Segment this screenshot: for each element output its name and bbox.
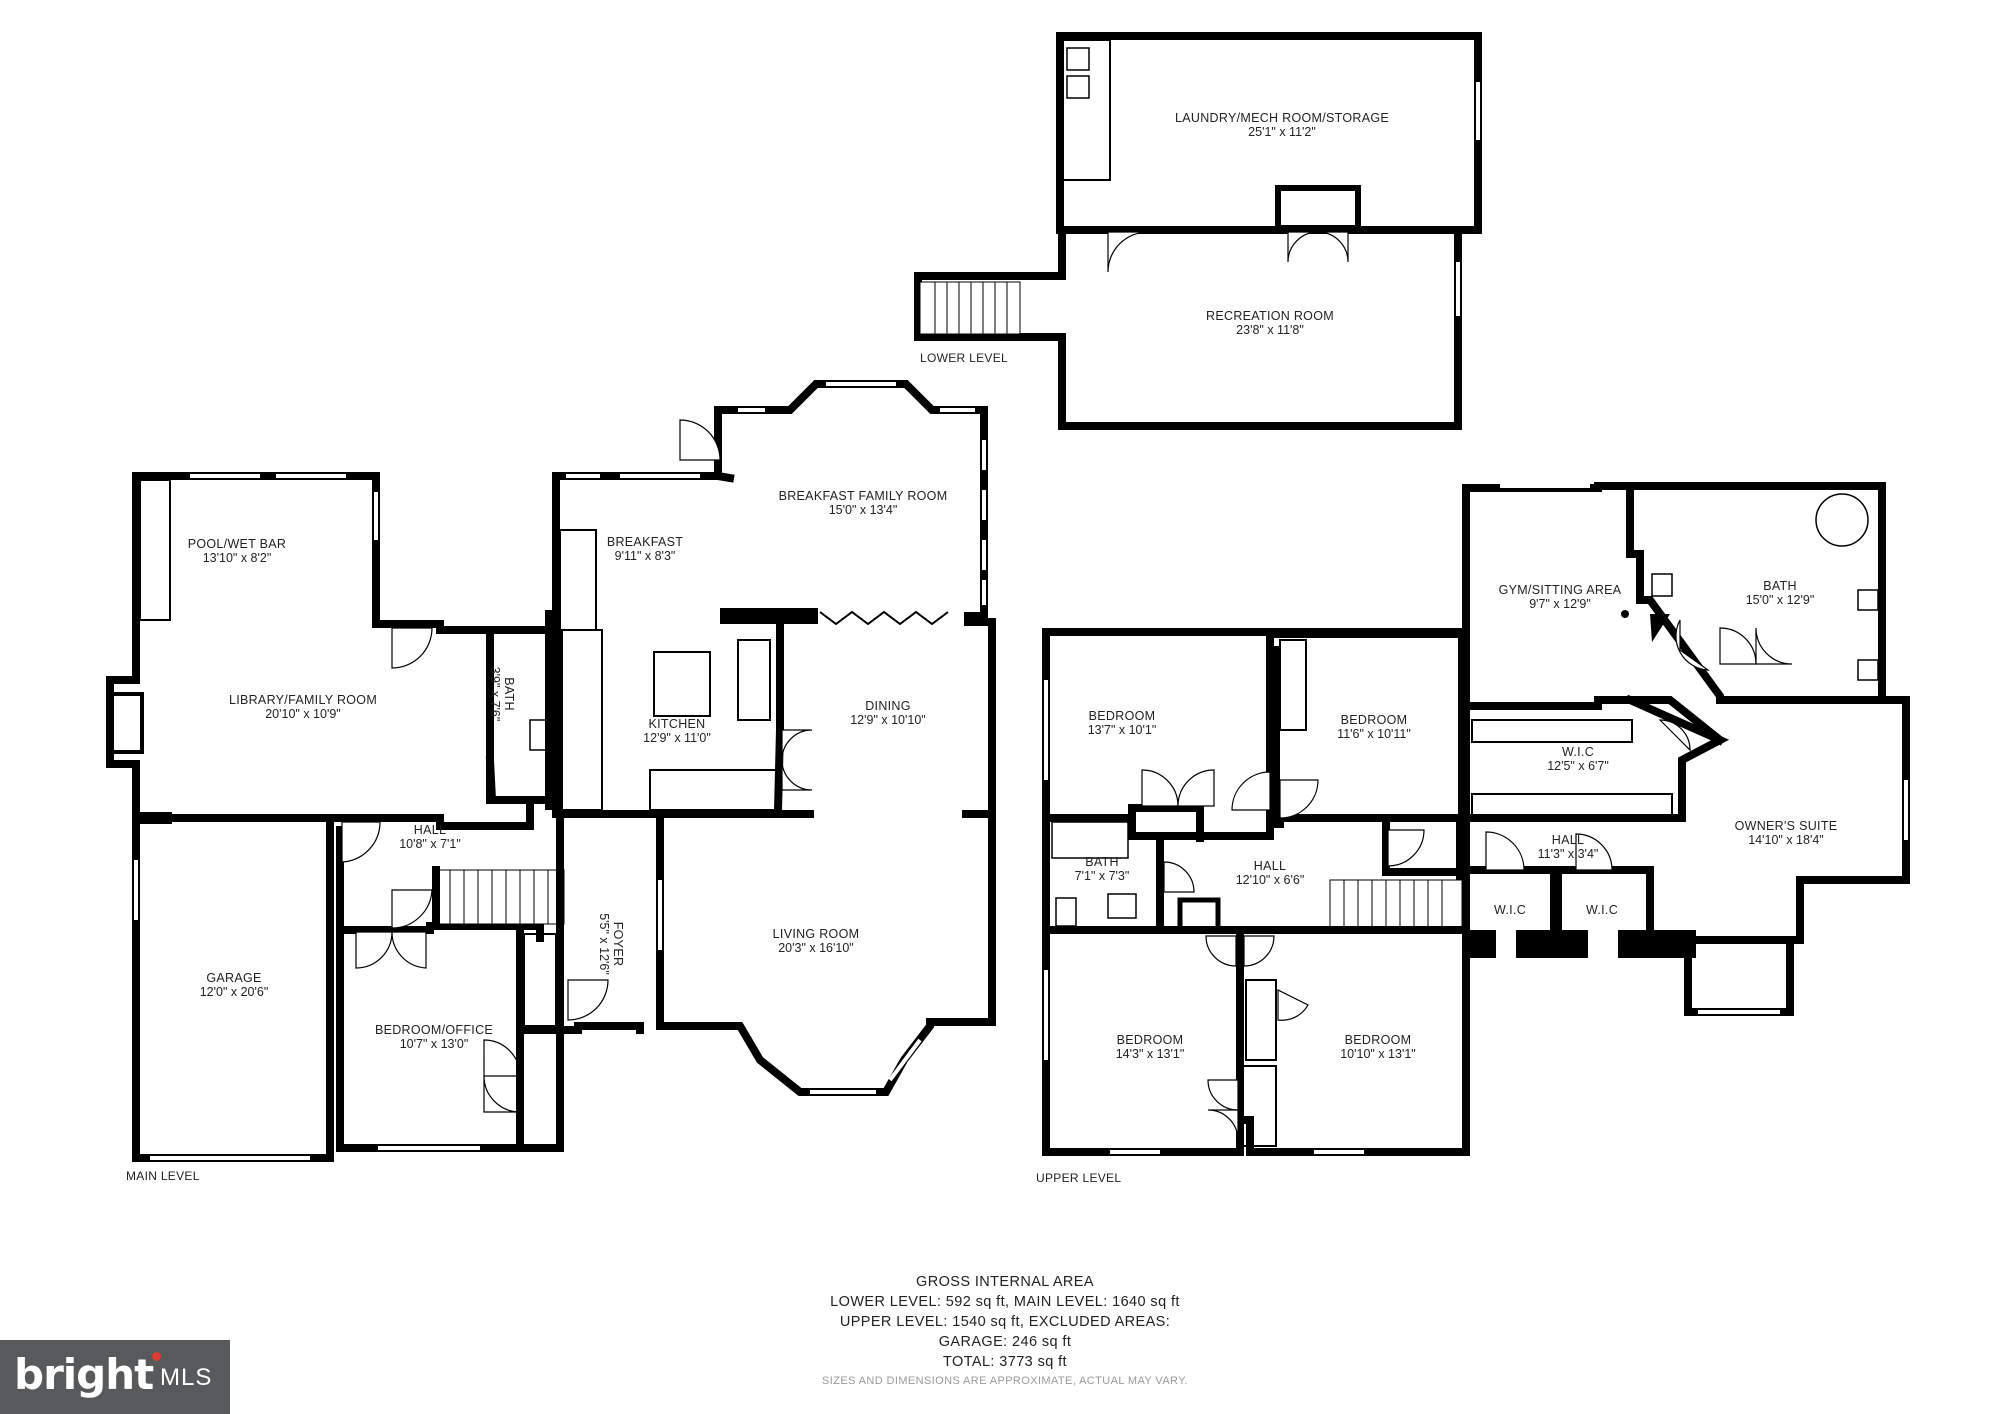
room-dim-gym: 9'7" x 12'9" [1529, 597, 1591, 611]
room-name-living: LIVING ROOM [773, 927, 860, 941]
room-name-foyer: FOYER [611, 922, 625, 967]
summary-title: GROSS INTERNAL AREA [916, 1274, 1094, 1290]
logo-mls-text: MLS [160, 1364, 213, 1391]
room-dim-hall-main: 10'8" x 7'1" [399, 837, 461, 851]
room-dim-bed2: 11'6" x 10'11" [1337, 727, 1411, 741]
room-name-bed4: BEDROOM [1345, 1033, 1412, 1047]
room-dim-garage: 12'0" x 20'6" [200, 985, 269, 999]
room-name-dining: DINING [865, 699, 911, 713]
room-dim-dining: 12'9" x 10'10" [850, 713, 926, 727]
summary-note: SIZES AND DIMENSIONS ARE APPROXIMATE, AC… [822, 1375, 1188, 1387]
room-dim-recreation: 23'8" x 11'8" [1236, 323, 1304, 337]
room-name-wic-b: W.I.C [1586, 903, 1618, 917]
summary-line-3: GARAGE: 246 sq ft [939, 1334, 1072, 1350]
room-name-bed3: BEDROOM [1117, 1033, 1184, 1047]
room-dim-bed3: 14'3" x 13'1" [1116, 1047, 1185, 1061]
room-name-bath-main: BATH [502, 677, 516, 711]
room-name-wic-a: W.I.C [1494, 903, 1526, 917]
room-name-bath-up: BATH [1085, 855, 1119, 869]
room-dim-bed4: 10'10" x 13'1" [1340, 1047, 1416, 1061]
room-name-kitchen: KITCHEN [649, 717, 706, 731]
room-name-breakfast-family: BREAKFAST FAMILY ROOM [779, 489, 948, 503]
room-name-garage: GARAGE [206, 971, 261, 985]
upper-level-plan: GYM/SITTING AREA 9'7" x 12'9" BATH 15'0"… [1036, 482, 1910, 1185]
room-name-bath-owner: BATH [1763, 579, 1797, 593]
room-dim-wic-big: 12'5" x 6'7" [1547, 759, 1609, 773]
room-name-hall-up: HALL [1254, 859, 1286, 873]
room-name-breakfast: BREAKFAST [607, 535, 683, 549]
room-name-hall-main: HALL [414, 823, 446, 837]
level-label-upper: UPPER LEVEL [1036, 1171, 1121, 1185]
bright-mls-logo: bright MLS [0, 1340, 230, 1414]
summary-line-4: TOTAL: 3773 sq ft [943, 1354, 1067, 1370]
lower-level-plan: LAUNDRY/MECH ROOM/STORAGE 25'1" x 11'2" … [914, 32, 1482, 430]
area-summary: GROSS INTERNAL AREA LOWER LEVEL: 592 sq … [822, 1274, 1188, 1387]
room-dim-owner: 14'10" x 18'4" [1748, 833, 1824, 847]
room-dim-living: 20'3" x 16'10" [778, 941, 854, 955]
room-name-bed2: BEDROOM [1341, 713, 1408, 727]
room-dim-hall-small: 11'3" x 3'4" [1538, 847, 1599, 861]
summary-line-1: LOWER LEVEL: 592 sq ft, MAIN LEVEL: 1640… [830, 1294, 1180, 1310]
room-dim-bed1: 13'7" x 10'1" [1088, 723, 1157, 737]
logo-accent-dot [152, 1352, 161, 1361]
main-level-plan: POOL/WET BAR 13'10" x 8'2" LIBRARY/FAMIL… [106, 380, 996, 1183]
room-dim-bath-owner: 15'0" x 12'9" [1746, 593, 1815, 607]
logo-brand-text: bright [14, 1350, 154, 1399]
room-name-wic-big: W.I.C [1562, 745, 1594, 759]
room-dim-breakfast-family: 15'0" x 13'4" [829, 503, 898, 517]
room-name-office: BEDROOM/OFFICE [375, 1023, 493, 1037]
summary-line-2: UPPER LEVEL: 1540 sq ft, EXCLUDED AREAS: [840, 1314, 1170, 1330]
room-name-laundry: LAUNDRY/MECH ROOM/STORAGE [1175, 111, 1389, 125]
level-label-main: MAIN LEVEL [126, 1169, 200, 1183]
room-dim-foyer: 5'5" x 12'6" [597, 913, 611, 975]
level-label-lower: LOWER LEVEL [920, 351, 1008, 365]
room-name-bed1: BEDROOM [1089, 709, 1156, 723]
room-name-hall-small: HALL [1552, 833, 1584, 847]
room-dim-library: 20'10" x 10'9" [265, 707, 341, 721]
room-name-recreation: RECREATION ROOM [1206, 309, 1334, 323]
room-name-gym: GYM/SITTING AREA [1499, 583, 1622, 597]
room-dim-hall-up: 12'10" x 6'6" [1236, 873, 1305, 887]
room-dim-office: 10'7" x 13'0" [400, 1037, 469, 1051]
room-name-pool: POOL/WET BAR [188, 537, 287, 551]
room-dim-bath-main: 3'9" x 7'6" [488, 667, 502, 722]
room-dim-laundry: 25'1" x 11'2" [1248, 125, 1316, 139]
room-dim-breakfast: 9'11" x 8'3" [615, 549, 676, 563]
room-name-library: LIBRARY/FAMILY ROOM [229, 693, 377, 707]
room-dim-kitchen: 12'9" x 11'0" [643, 731, 711, 745]
room-name-owner: OWNER'S SUITE [1735, 819, 1838, 833]
room-dim-pool: 13'10" x 8'2" [203, 551, 272, 565]
room-dim-bath-up: 7'1" x 7'3" [1075, 869, 1130, 883]
